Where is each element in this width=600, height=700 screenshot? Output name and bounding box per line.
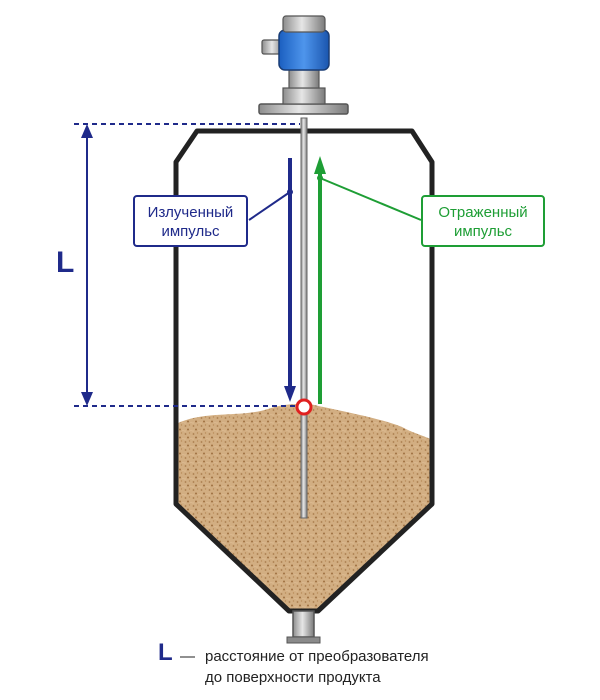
emitted-pulse-label-line2: импульс [161, 223, 220, 240]
reflected-pulse-leader [319, 177, 422, 221]
dimension-arrowhead-bottom [81, 392, 93, 406]
transmitter-head [278, 29, 330, 71]
legend-key: L [158, 639, 173, 666]
emitted-pulse-leader [248, 191, 291, 221]
legend-line1: расстояние от преобразователя [205, 648, 429, 665]
reflection-point-marker [295, 398, 313, 416]
outlet-flange [286, 636, 321, 644]
distance-label: L [56, 246, 75, 279]
reflected-pulse-leader-dot [317, 175, 323, 181]
legend-dash: — [180, 648, 195, 665]
reflected-pulse-callout: Отраженный импульс [421, 195, 545, 247]
reflected-pulse-label-line1: Отраженный [438, 204, 528, 221]
probe-rod [300, 117, 308, 519]
flange-neck [282, 87, 326, 105]
legend-line2: до поверхности продукта [205, 669, 381, 686]
emitted-pulse-callout: Излученный импульс [133, 195, 248, 247]
emitted-pulse-leader-dot [287, 189, 293, 195]
emitted-pulse-arrowhead [284, 386, 296, 402]
reflected-pulse-arrowhead [314, 156, 326, 174]
emitted-pulse-label-line1: Излученный [147, 204, 234, 221]
process-flange [258, 103, 349, 115]
transmitter-adapter [288, 69, 320, 89]
transmitter-cover [282, 15, 326, 33]
silo-body [173, 128, 435, 614]
reflected-pulse-label-line2: импульс [453, 223, 513, 240]
dimension-arrowhead-top [81, 124, 93, 138]
outlet-pipe [292, 610, 315, 638]
